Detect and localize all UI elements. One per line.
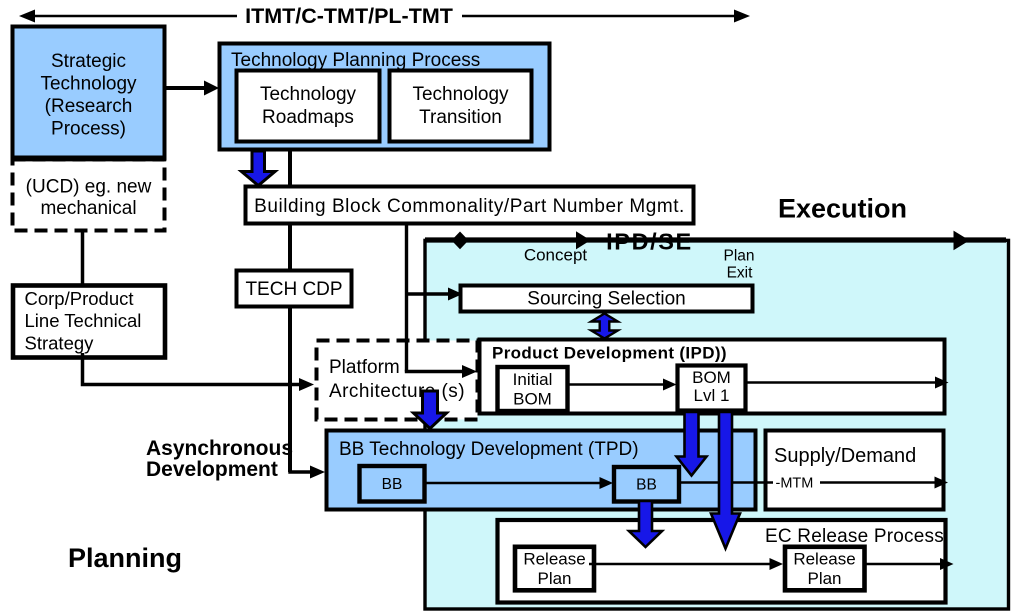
svg-text:Release: Release — [793, 550, 855, 569]
svg-text:BOM: BOM — [692, 368, 731, 387]
svg-text:Asynchronous: Asynchronous — [146, 437, 293, 460]
svg-text:BOM: BOM — [513, 390, 552, 409]
svg-text:ITMT/C-TMT/PL-TMT: ITMT/C-TMT/PL-TMT — [245, 4, 453, 28]
svg-text:(Research: (Research — [45, 96, 133, 117]
svg-text:Exit: Exit — [727, 265, 754, 282]
svg-text:Sourcing Selection: Sourcing Selection — [527, 289, 685, 310]
svg-text:Architecture (s): Architecture (s) — [329, 381, 465, 402]
svg-text:Platform: Platform — [329, 357, 400, 378]
svg-text:TECH CDP: TECH CDP — [245, 279, 342, 300]
svg-text:Plan: Plan — [537, 569, 571, 588]
svg-text:Product Development (IPD)): Product Development (IPD)) — [492, 344, 727, 363]
svg-text:Development: Development — [146, 458, 278, 481]
svg-text:Plan: Plan — [723, 248, 754, 265]
svg-text:Plan: Plan — [807, 569, 841, 588]
svg-text:Strategic: Strategic — [51, 51, 126, 72]
svg-text:Initial: Initial — [513, 370, 553, 389]
svg-text:Process): Process) — [51, 119, 126, 140]
svg-text:Release: Release — [523, 550, 585, 569]
svg-text:Technology: Technology — [412, 84, 509, 105]
svg-text:mechanical: mechanical — [40, 198, 136, 219]
svg-text:Building Block Commonality/Par: Building Block Commonality/Part Number M… — [254, 196, 685, 217]
svg-text:Corp/Product: Corp/Product — [25, 288, 134, 309]
svg-text:Transition: Transition — [419, 107, 502, 128]
svg-text:EC Release Process: EC Release Process — [765, 526, 944, 547]
svg-text:-MTM: -MTM — [776, 476, 814, 492]
svg-text:Supply/Demand: Supply/Demand — [774, 445, 916, 467]
svg-text:Technology: Technology — [260, 84, 357, 105]
svg-text:IPD/SE: IPD/SE — [606, 229, 693, 255]
svg-text:Lvl 1: Lvl 1 — [694, 386, 730, 405]
svg-text:Technology: Technology — [40, 74, 137, 95]
svg-text:BB: BB — [636, 477, 657, 494]
svg-text:Technology Planning Process: Technology Planning Process — [231, 50, 480, 71]
svg-text:(UCD) eg. new: (UCD) eg. new — [26, 177, 152, 198]
svg-text:Execution: Execution — [778, 194, 907, 224]
svg-text:Strategy: Strategy — [25, 333, 95, 354]
svg-text:Roadmaps: Roadmaps — [262, 107, 354, 128]
svg-text:Concept: Concept — [524, 246, 588, 265]
svg-text:BB Technology Development (TPD: BB Technology Development (TPD) — [339, 439, 639, 460]
svg-text:BB: BB — [382, 476, 403, 493]
svg-text:Planning: Planning — [68, 543, 182, 573]
svg-text:Line Technical: Line Technical — [25, 310, 142, 331]
